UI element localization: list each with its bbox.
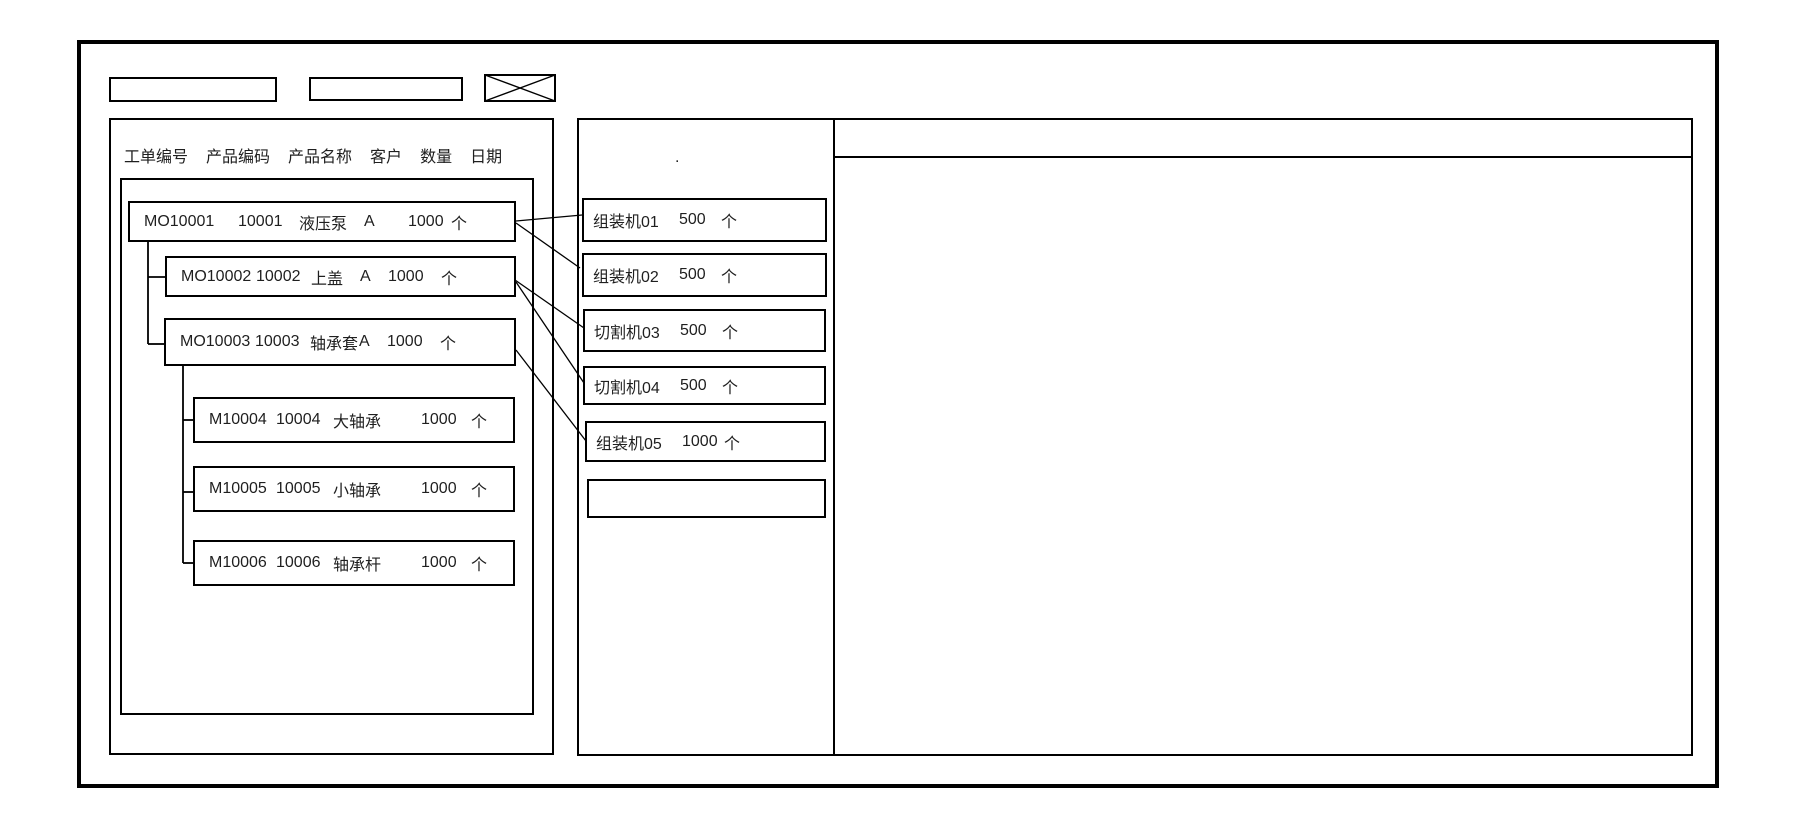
- machine-box-02[interactable]: 组装机02 500 个: [582, 253, 827, 297]
- unit: 个: [722, 324, 739, 342]
- toolbar-field-1[interactable]: [109, 77, 277, 102]
- detail-panel: [835, 118, 1693, 756]
- unit: 个: [724, 435, 741, 453]
- unit: 个: [722, 379, 739, 397]
- machine-qty: 1000: [682, 432, 718, 450]
- machine-box-empty[interactable]: [587, 479, 826, 518]
- order-no: MO10002: [181, 267, 252, 285]
- order-box-m10006[interactable]: M10006 10006 轴承杆 1000 个: [193, 540, 515, 586]
- machine-qty: 500: [679, 211, 706, 228]
- order-no: M10004: [209, 411, 267, 428]
- unit: 个: [471, 483, 488, 500]
- machine-qty: 500: [680, 376, 707, 394]
- product-name: 轴承套: [310, 336, 359, 353]
- col-header-product-code: 产品编码: [206, 149, 271, 166]
- product-code: 10003: [255, 333, 300, 350]
- unit: 个: [471, 557, 488, 574]
- order-no: MO10003: [180, 333, 251, 350]
- quantity: 1000: [421, 480, 457, 497]
- quantity: 1000: [421, 411, 457, 428]
- order-no: MO10001: [144, 212, 215, 230]
- column-header-row: 工单编号 产品编码 产品名称 客户 数量 日期: [124, 144, 502, 166]
- unit: 个: [441, 270, 458, 288]
- machine-box-03[interactable]: 切割机03 500 个: [583, 309, 826, 352]
- quantity: 1000: [388, 267, 424, 285]
- quantity: 1000: [387, 333, 423, 350]
- toolbar-field-2[interactable]: [309, 77, 463, 101]
- product-name: 液压泵: [299, 215, 348, 233]
- product-name: 轴承杆: [333, 557, 382, 574]
- machine-name: 组装机02: [593, 269, 659, 286]
- quantity: 1000: [421, 554, 457, 571]
- product-code: 10001: [238, 212, 283, 230]
- machine-name: 切割机03: [594, 324, 660, 342]
- product-code: 10005: [276, 480, 321, 497]
- machine-name: 组装机05: [596, 435, 662, 453]
- machine-name: 切割机04: [594, 379, 660, 397]
- product-code: 10004: [276, 411, 321, 428]
- unit: 个: [440, 336, 457, 353]
- order-box-m10004[interactable]: M10004 10004 大轴承 1000 个: [193, 397, 515, 443]
- unit: 个: [721, 214, 738, 231]
- stray-dot: .: [675, 149, 680, 166]
- customer: A: [364, 212, 375, 230]
- quantity: 1000: [408, 212, 444, 230]
- order-box-mo10003[interactable]: MO10003 10003 轴承套 A 1000 个: [164, 318, 516, 366]
- product-code: 10002: [256, 267, 301, 285]
- col-header-customer: 客户: [370, 149, 403, 166]
- unit: 个: [471, 414, 488, 431]
- close-icon[interactable]: [484, 74, 556, 102]
- product-name: 大轴承: [333, 414, 382, 431]
- machine-box-01[interactable]: 组装机01 500 个: [582, 198, 827, 242]
- order-no: M10006: [209, 554, 267, 571]
- detail-panel-header: [835, 120, 1691, 158]
- customer: A: [360, 267, 371, 285]
- product-name: 上盖: [311, 270, 344, 288]
- machine-box-05[interactable]: 组装机05 1000 个: [585, 421, 826, 462]
- machine-qty: 500: [679, 266, 706, 283]
- machine-name: 组装机01: [593, 214, 659, 231]
- col-header-product-name: 产品名称: [288, 149, 353, 166]
- order-box-mo10002[interactable]: MO10002 10002 上盖 A 1000 个: [165, 256, 516, 297]
- col-header-order-no: 工单编号: [124, 149, 189, 166]
- machine-box-04[interactable]: 切割机04 500 个: [583, 366, 826, 405]
- unit: 个: [451, 215, 468, 233]
- product-name: 小轴承: [333, 483, 382, 500]
- unit: 个: [721, 269, 738, 286]
- col-header-date: 日期: [470, 149, 503, 166]
- product-code: 10006: [276, 554, 321, 571]
- order-box-mo10001[interactable]: MO10001 10001 液压泵 A 1000 个: [128, 201, 516, 242]
- machine-qty: 500: [680, 321, 707, 339]
- order-no: M10005: [209, 480, 267, 497]
- order-box-m10005[interactable]: M10005 10005 小轴承 1000 个: [193, 466, 515, 512]
- customer: A: [359, 333, 370, 350]
- col-header-qty: 数量: [420, 149, 453, 166]
